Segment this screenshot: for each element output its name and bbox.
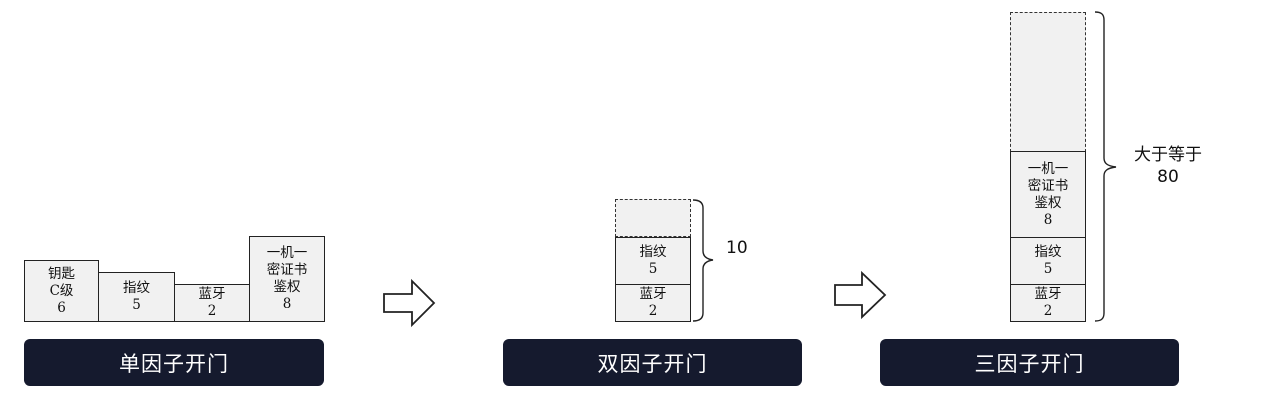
cert-line2: 密证书 [1027,177,1069,194]
triple-factor-label: 三因子开门 [880,339,1179,386]
block-fingerprint: 指纹 5 [615,237,691,285]
block-certificate-auth: 一机一 密证书 鉴权 8 [249,236,325,322]
block-bluetooth: 蓝牙 2 [615,284,691,322]
block-certificate-auth: 一机一 密证书 鉴权 8 [1010,151,1086,238]
triple-threshold-text: 大于等于 80 [1118,144,1218,188]
block-fingerprint: 指纹 5 [98,272,175,322]
bluetooth-score: 2 [1043,303,1053,319]
bluetooth-line1: 蓝牙 [639,286,667,302]
dashed-placeholder-block [1010,12,1086,152]
block-key-c-level: 钥匙 C级 6 [24,260,99,322]
block-bluetooth: 蓝牙 2 [1010,284,1086,322]
bluetooth-line1: 蓝牙 [1034,286,1062,302]
block-fingerprint: 指纹 5 [1010,237,1086,285]
fingerprint-line1: 指纹 [1034,244,1062,260]
fingerprint-line1: 指纹 [639,244,667,260]
fingerprint-score: 5 [132,297,141,313]
cert-score: 8 [1043,211,1053,228]
block-bluetooth: 蓝牙 2 [174,284,250,322]
bluetooth-score: 2 [207,303,217,319]
right-arrow-icon [383,278,436,328]
cert-line3: 鉴权 [1034,194,1062,211]
triple-bracket [1094,11,1117,322]
fingerprint-line1: 指纹 [123,280,150,296]
right-arrow-icon [834,270,887,320]
key-score: 6 [57,299,66,316]
cert-line3: 鉴权 [273,279,301,295]
dashed-placeholder-block [615,199,691,237]
double-factor-label: 双因子开门 [503,339,802,386]
cert-line1: 一机一 [1027,160,1069,177]
double-threshold-text: 10 [726,238,748,258]
bluetooth-line1: 蓝牙 [198,286,226,302]
triple-threshold-line2: 80 [1157,167,1179,187]
fingerprint-score: 5 [648,261,658,277]
double-bracket [692,199,714,322]
triple-threshold-line1: 大于等于 [1134,145,1202,165]
fingerprint-score: 5 [1043,261,1053,277]
key-line1: 钥匙 [48,265,75,282]
cert-line2: 密证书 [266,262,308,278]
key-line2: C级 [49,282,74,299]
cert-line1: 一机一 [266,245,308,261]
single-factor-label: 单因子开门 [24,339,324,386]
bluetooth-score: 2 [648,303,658,319]
cert-score: 8 [282,296,292,312]
